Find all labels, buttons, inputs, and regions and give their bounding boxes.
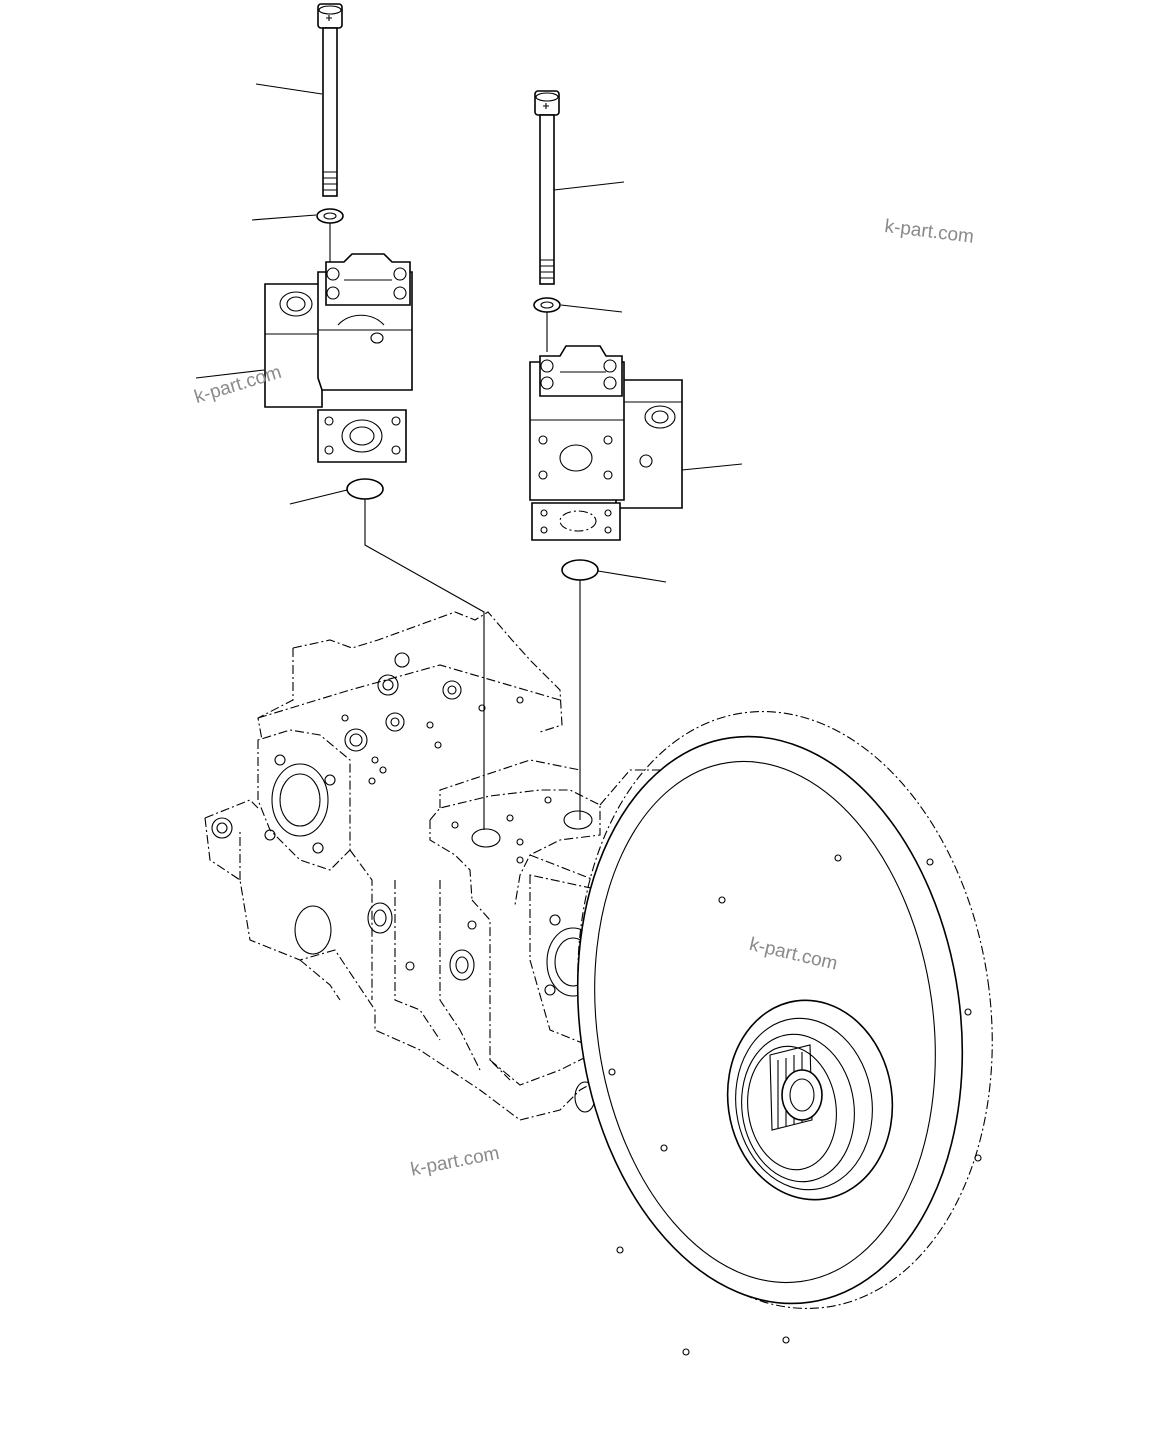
leader-oring-right — [597, 570, 667, 583]
washer-right — [533, 297, 561, 313]
drive-coupling-flange — [576, 711, 993, 1356]
leader-servo-right — [681, 463, 743, 471]
servo-valve-left — [264, 253, 413, 463]
axis-left-bottom — [364, 499, 485, 830]
washer-left — [316, 208, 344, 224]
servo-valve-right — [529, 345, 683, 541]
long-bolt-left — [317, 3, 343, 197]
long-bolt-right — [534, 90, 560, 285]
o-ring-right — [561, 559, 599, 581]
leader-bolt-right — [553, 181, 625, 191]
o-ring-left — [346, 478, 384, 500]
leader-oring-left — [289, 489, 348, 505]
leader-servo-left — [195, 369, 265, 379]
leader-washer-right — [560, 304, 623, 313]
leader-bolt-left — [255, 83, 323, 95]
leader-washer-left — [251, 214, 317, 221]
